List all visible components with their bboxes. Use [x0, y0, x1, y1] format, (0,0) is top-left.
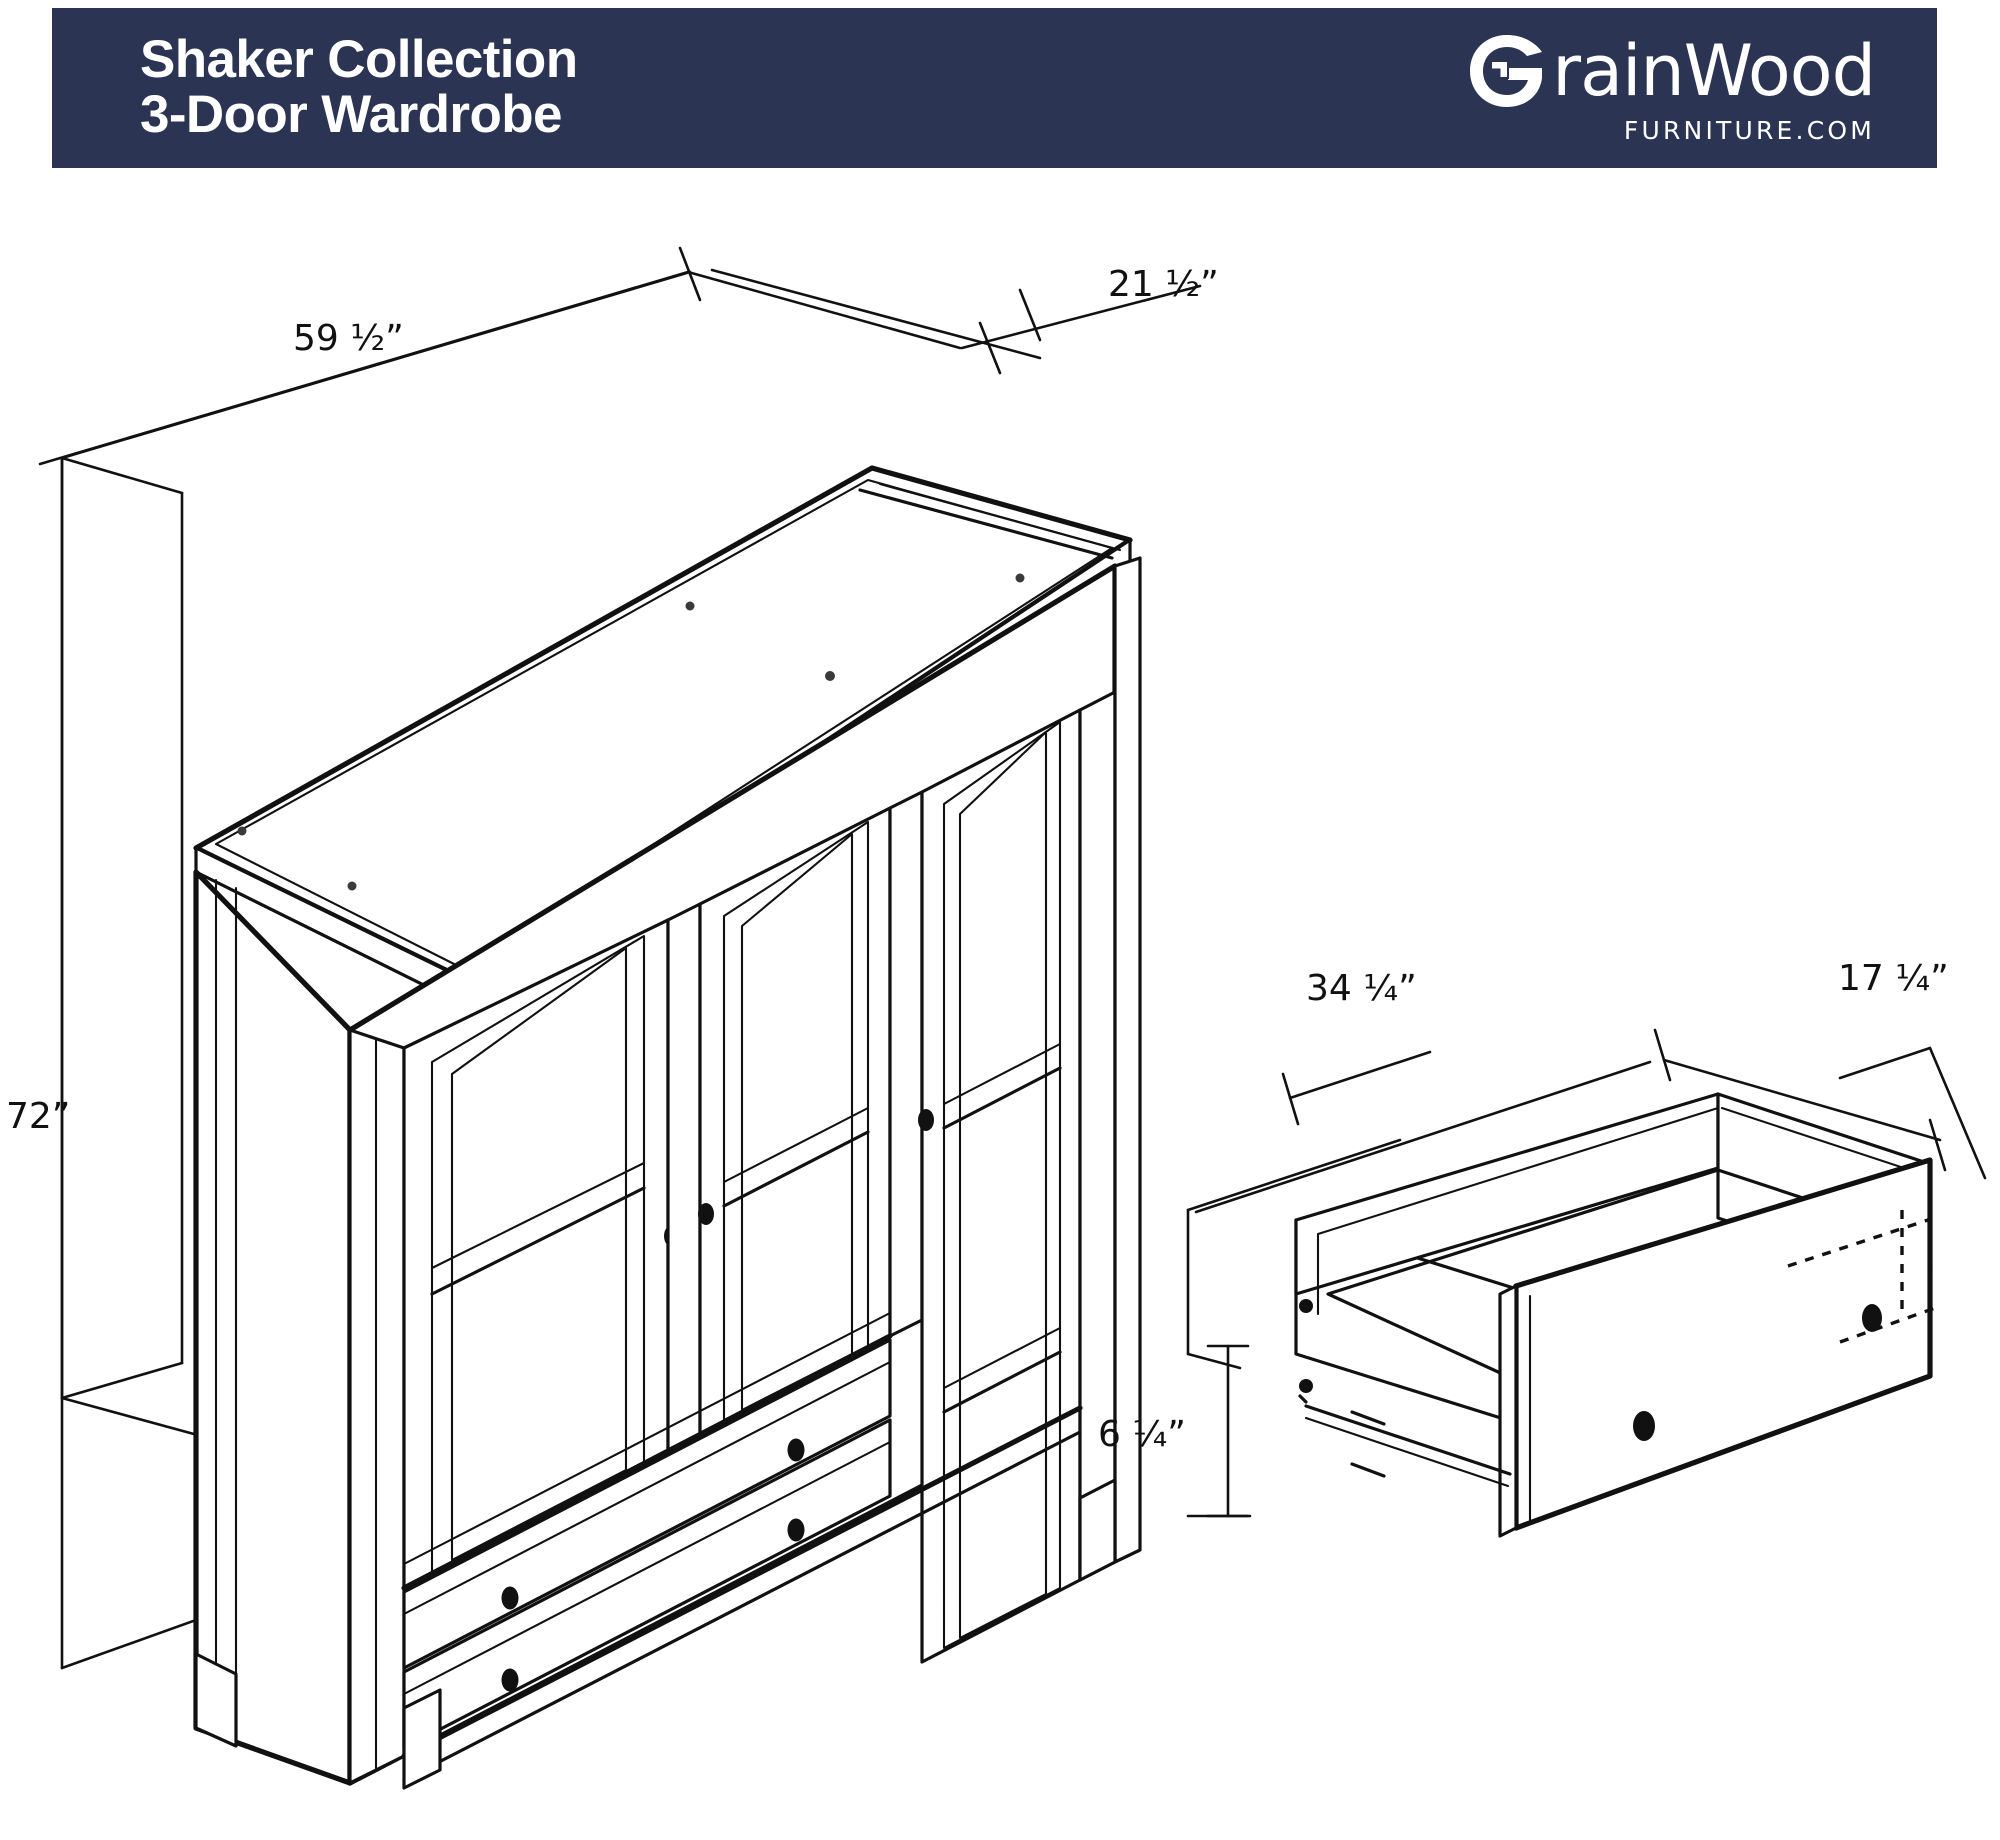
top-screw-dot [685, 601, 695, 611]
title-line-1: Shaker Collection [140, 30, 578, 90]
dimension-depth-label: 21 ½” [1108, 264, 1219, 305]
drawer-hidden-lines [1787, 1210, 1936, 1344]
wardrobe-center-stile-2 [888, 790, 924, 1338]
door-2-knob[interactable] [698, 1203, 714, 1225]
brand-name-part2: Wood [1683, 29, 1876, 112]
wardrobe-right-side-panel [1113, 556, 1142, 1564]
drawing-canvas: 59 ½” 21 ½” 72” [6, 246, 1987, 1790]
drawer-front-panel-edge [1498, 1284, 1518, 1538]
door-3-knob[interactable] [918, 1109, 934, 1131]
wardrobe-drawer-2[interactable] [402, 1418, 892, 1750]
grainwood-g-icon [1470, 34, 1543, 107]
dimension-drawer-height-label: 6 ¼” [1098, 1414, 1186, 1455]
drawer-slide-pin [1299, 1379, 1313, 1393]
dimension-drawer-width-label: 34 ¼” [1306, 968, 1417, 1009]
dimension-drawer-depth: 17 ¼” [1653, 958, 1949, 1172]
dimension-depth: 21 ½” [710, 264, 1219, 375]
brand-name-part1: rain [1552, 29, 1684, 112]
drawer-1-front[interactable] [402, 1338, 892, 1670]
drawer-2-knob-right[interactable] [787, 1518, 805, 1542]
drawer-2-knob-left[interactable] [501, 1668, 519, 1692]
wardrobe-left-leg [194, 1652, 238, 1748]
top-screw-dot [825, 671, 835, 681]
dimension-width: 59 ½” [38, 246, 962, 466]
top-screw-dot [1015, 573, 1025, 583]
wardrobe-right-leg [1078, 1478, 1117, 1582]
drawer-inner-knob[interactable] [1862, 1304, 1882, 1332]
technical-drawing: 59 ½” 21 ½” 72” [0, 168, 2000, 1840]
dimension-height-label: 72” [6, 1096, 70, 1137]
dimension-drawer-height: 6 ¼” [1098, 1344, 1252, 1518]
brand-tagline: FURNITURE.COM [1623, 115, 1875, 145]
drawer-projection-lines [1186, 1046, 1987, 1370]
drawer-slide-pin [1299, 1299, 1313, 1313]
top-screw-dot [347, 881, 357, 891]
wardrobe-center-stile-1 [666, 902, 702, 1452]
wardrobe-drawer-1[interactable] [402, 1338, 892, 1670]
door-3-panel[interactable] [920, 708, 1082, 1664]
drawer-1-knob-left[interactable] [501, 1586, 519, 1610]
wardrobe-door-3[interactable] [918, 708, 1082, 1664]
drawer-illustration: 34 ¼” 17 ¼” 6 ¼” [1098, 958, 1987, 1538]
door-2-panel[interactable] [698, 806, 892, 1436]
drawer-front-knob[interactable] [1633, 1411, 1655, 1441]
wardrobe-front-center-leg [402, 1688, 442, 1790]
title-line-2: 3-Door Wardrobe [140, 85, 562, 144]
top-screw-dot [237, 826, 247, 836]
drawer-1-knob-right[interactable] [787, 1438, 805, 1462]
page-title: Shaker Collection 3-Door Wardrobe [52, 30, 578, 144]
wardrobe-left-side-panel [193, 869, 353, 1786]
dimension-drawer-depth-label: 17 ¼” [1838, 958, 1949, 999]
wardrobe-door-2[interactable] [698, 806, 892, 1436]
dimension-width-label: 59 ½” [293, 318, 404, 359]
wardrobe-illustration: 59 ½” 21 ½” 72” [6, 246, 1219, 1790]
dimension-drawer-width: 34 ¼” [1194, 968, 1652, 1214]
